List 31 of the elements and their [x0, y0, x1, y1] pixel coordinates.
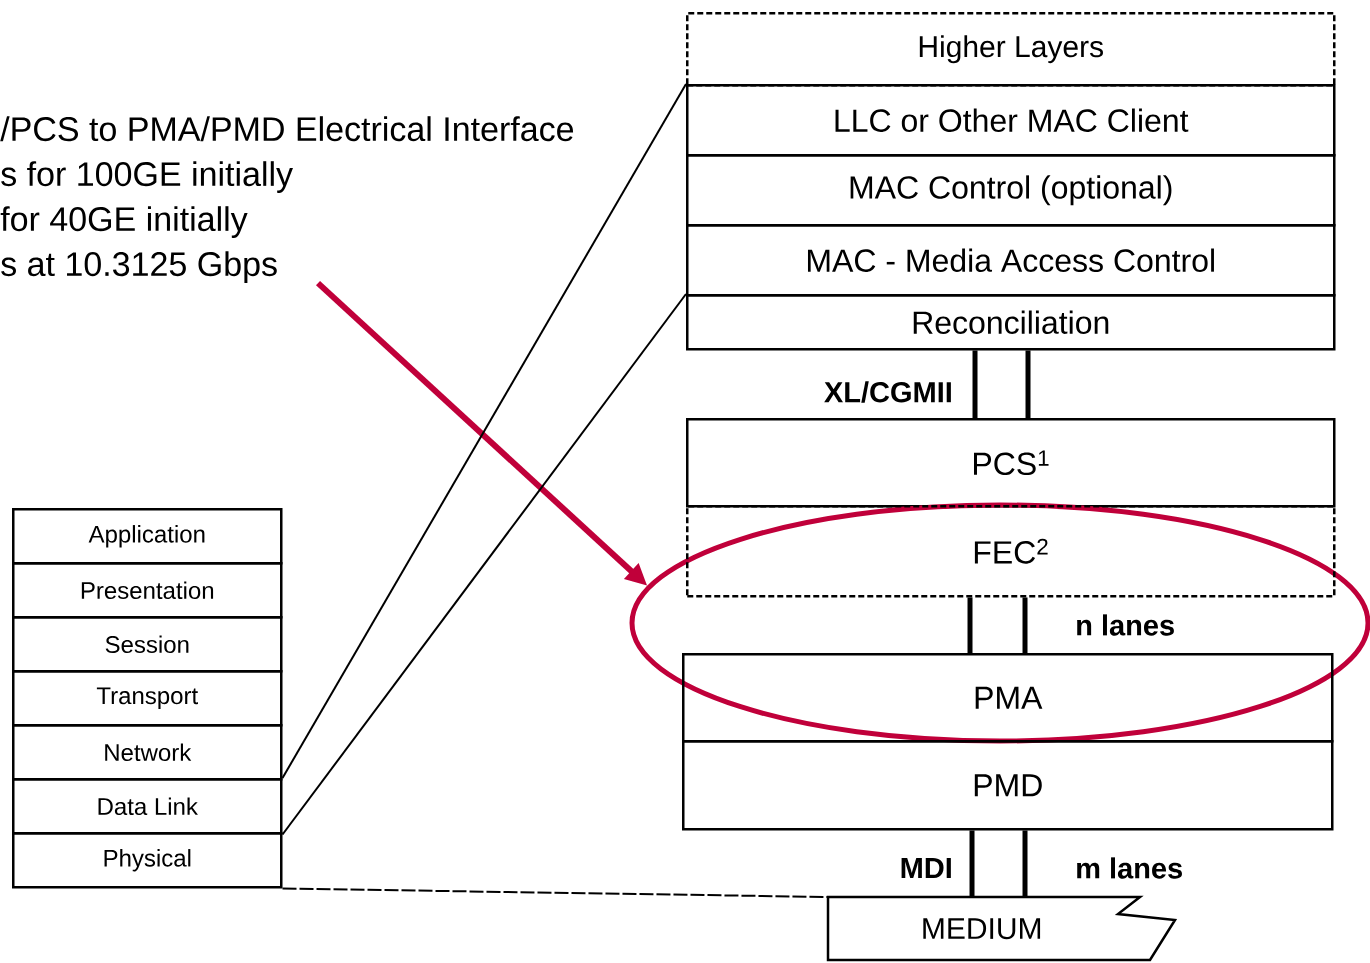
- interface-line: [1022, 830, 1028, 897]
- layer-box: PMD: [682, 740, 1334, 831]
- layer-box: Higher Layers: [686, 12, 1336, 87]
- interface-line: [1025, 350, 1031, 418]
- layer-box: FEC$^{2}$: [686, 505, 1336, 598]
- connector-line: [281, 83, 687, 779]
- note-text: /PCS to PMA/PMD Electrical Interface s for 100GE initially for 40GE initially s at 10.3125 Gbps: [0, 116, 574, 283]
- edge-label: MDI: [897, 856, 955, 880]
- connector-line: [281, 293, 687, 836]
- interface-line: [967, 597, 973, 653]
- osi-layer-box: Application: [12, 508, 283, 565]
- edge-label: n lanes: [1073, 612, 1178, 638]
- osi-layer-box: Data Link: [12, 778, 283, 835]
- osi-layer-box: Presentation: [12, 562, 283, 619]
- layer-box: PMA: [682, 653, 1334, 743]
- osi-layer-box: Transport: [12, 670, 283, 727]
- edge-label: m lanes: [1073, 855, 1186, 881]
- osi-layer-box: Physical: [12, 832, 283, 889]
- layer-box: MAC Control (optional): [686, 154, 1336, 227]
- layer-box: MAC - Media Access Control: [686, 224, 1336, 297]
- interface-line: [972, 350, 978, 418]
- layer-box: PCS$^{1}$: [686, 418, 1336, 508]
- highlight-ellipse: [629, 502, 1370, 744]
- layer-box: Reconciliation: [686, 294, 1336, 351]
- interface-line: [969, 830, 975, 897]
- osi-layer-box: Network: [12, 724, 283, 781]
- edge-label: XL/CGMII: [821, 379, 955, 405]
- layer-box: LLC or Other MAC Client: [686, 84, 1336, 157]
- interface-line: [1022, 597, 1028, 653]
- connector-line: [281, 887, 829, 898]
- osi-layer-box: Session: [12, 616, 283, 673]
